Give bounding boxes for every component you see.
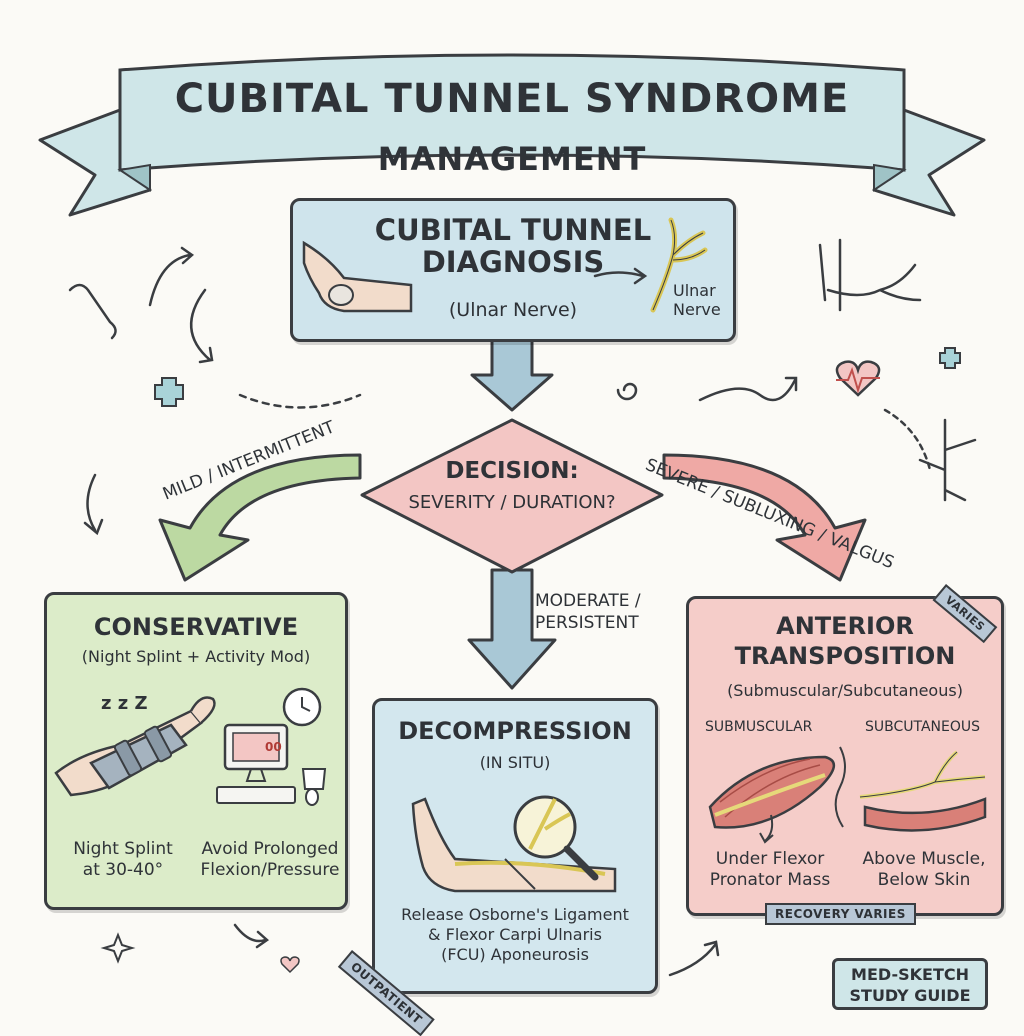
- decision-subtitle: SEVERITY / DURATION?: [408, 492, 616, 513]
- subcutaneous-caption-2: Below Skin: [877, 870, 971, 891]
- transposition-title-1: ANTERIOR: [776, 612, 914, 640]
- diagnosis-box: CUBITAL TUNNEL DIAGNOSIS (Ulnar Nerve) U…: [290, 198, 736, 342]
- conservative-box: CONSERVATIVE (Night Splint + Activity Mo…: [44, 592, 348, 910]
- banner-title: CUBITAL TUNNEL SYNDROME: [174, 76, 850, 122]
- dashed-line-doodle: [238, 393, 362, 409]
- ulnar-nerve-icon: [650, 217, 708, 313]
- conservative-title: CONSERVATIVE: [93, 613, 299, 641]
- plus-doodle-2-icon: [939, 347, 961, 369]
- down-arrow-doodle-icon: [83, 473, 104, 536]
- submuscular-caption-2: Pronator Mass: [709, 870, 831, 891]
- diagnosis-subtitle: (Ulnar Nerve): [448, 299, 578, 321]
- computer-desk-illustration-icon: [216, 687, 327, 806]
- curved-arrow-doodle-icon: [148, 246, 195, 307]
- banner-ribbon: [38, 53, 986, 217]
- transposition-subtitle: (Submuscular/Subcutaneous): [727, 681, 963, 700]
- decision-diamond: [360, 418, 664, 574]
- submuscular-label: SUBMUSCULAR: [705, 719, 813, 735]
- monitor-screen-text: 00: [265, 740, 282, 754]
- subcutaneous-label: SUBCUTANEOUS: [865, 719, 981, 735]
- decompression-title: DECOMPRESSION: [398, 717, 632, 745]
- study-guide-stamp: MED-SKETCH STUDY GUIDE: [832, 958, 988, 1010]
- decompression-caption-2: & Flexor Carpi Ulnaris: [428, 925, 602, 944]
- stamp-line-1: MED-SKETCH: [851, 965, 969, 984]
- sleep-zzz-icon: z z Z: [101, 693, 148, 714]
- decision-title: DECISION:: [445, 458, 579, 484]
- arrow-right-sketch-icon: [593, 267, 648, 285]
- banner-subtitle: MANAGEMENT: [377, 140, 647, 178]
- elbow-joint-doodle-icon: [818, 238, 922, 312]
- arrow-down-to-decompression: [467, 568, 557, 690]
- subcutaneous-caption-1: Above Muscle,: [862, 849, 986, 869]
- branch-label-moderate-2: PERSISTENT: [535, 613, 639, 634]
- nerve-label-1: Ulnar: [673, 281, 716, 300]
- arrow-left-to-conservative: [158, 453, 362, 582]
- small-arrow-doodle-icon: [233, 923, 270, 949]
- conservative-subtitle: (Night Splint + Activity Mod): [81, 647, 311, 666]
- heart-doodle-icon: [835, 360, 881, 397]
- submuscular-caption-1: Under Flexor: [715, 849, 825, 869]
- dashed-curve-doodle: [883, 408, 932, 472]
- transposition-illustration-icon: [708, 746, 987, 844]
- decompression-box: DECOMPRESSION (IN SITU) Release Osborne'…: [372, 698, 658, 994]
- night-splint-illustration-icon: [54, 696, 216, 797]
- splint-caption-2: at 30-40°: [82, 860, 164, 881]
- in-situ-release-illustration-icon: [411, 795, 617, 893]
- diagnosis-title-line1: CUBITAL TUNNEL: [374, 213, 652, 247]
- splint-caption-1: Night Splint: [73, 839, 173, 859]
- squiggle-arrow-doodle-icon: [698, 376, 798, 402]
- decompression-caption-1: Release Osborne's Ligament: [401, 905, 629, 924]
- transposition-box: ANTERIOR TRANSPOSITION (Submuscular/Subc…: [686, 596, 1004, 916]
- curve-up-arrow-doodle-icon: [668, 940, 720, 977]
- plus-doodle-icon: [154, 377, 184, 407]
- sparkle-doodle-icon: [100, 932, 136, 964]
- bone-doodle-icon: [68, 283, 117, 340]
- spiral-doodle-icon: [616, 382, 638, 401]
- avoid-caption-2: Flexion/Pressure: [200, 860, 340, 881]
- stamp-line-2: STUDY GUIDE: [849, 985, 971, 1005]
- decompression-caption-3: (FCU) Aponeurosis: [441, 945, 589, 964]
- small-heart-doodle-icon: [280, 956, 300, 974]
- avoid-caption-1: Avoid Prolonged: [201, 839, 339, 859]
- nerve-label-2: Nerve: [673, 300, 721, 320]
- branch-label-moderate-1: MODERATE /: [535, 591, 641, 611]
- arrow-right-to-transposition: [662, 453, 867, 582]
- decompression-subtitle: (IN SITU): [479, 753, 551, 772]
- curved-arrow-doodle-2-icon: [190, 288, 214, 364]
- recovery-varies-tag: RECOVERY VARIES: [765, 903, 916, 925]
- elbow-illustration-icon: [302, 240, 413, 313]
- transposition-title-2: TRANSPOSITION: [734, 642, 956, 670]
- heartbeat-line-icon: [836, 366, 880, 394]
- diagnosis-title-line2: DIAGNOSIS: [421, 244, 605, 279]
- branch-doodle-icon: [918, 418, 977, 502]
- arrow-down-to-decision: [470, 338, 554, 412]
